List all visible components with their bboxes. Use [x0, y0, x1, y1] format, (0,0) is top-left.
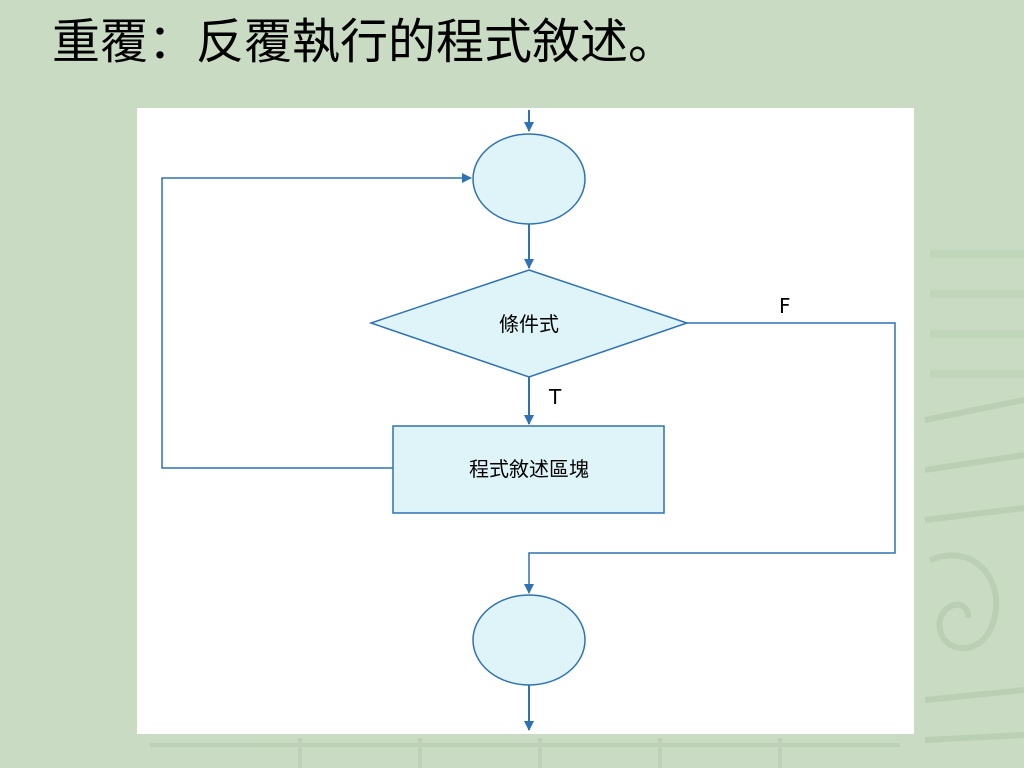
false-branch-line	[524, 322, 896, 594]
bottom-connector	[472, 594, 586, 686]
false-branch-label: F	[779, 294, 791, 318]
statement-block	[392, 425, 665, 514]
top-connector	[472, 133, 586, 225]
loop-back-line	[161, 173, 472, 469]
statement-block-label: 程式敘述區塊	[469, 457, 589, 481]
condition-label: 條件式	[499, 312, 559, 336]
true-branch-label: T	[548, 385, 562, 409]
slide-title: 重覆：反覆執行的程式敘述。	[52, 14, 677, 70]
